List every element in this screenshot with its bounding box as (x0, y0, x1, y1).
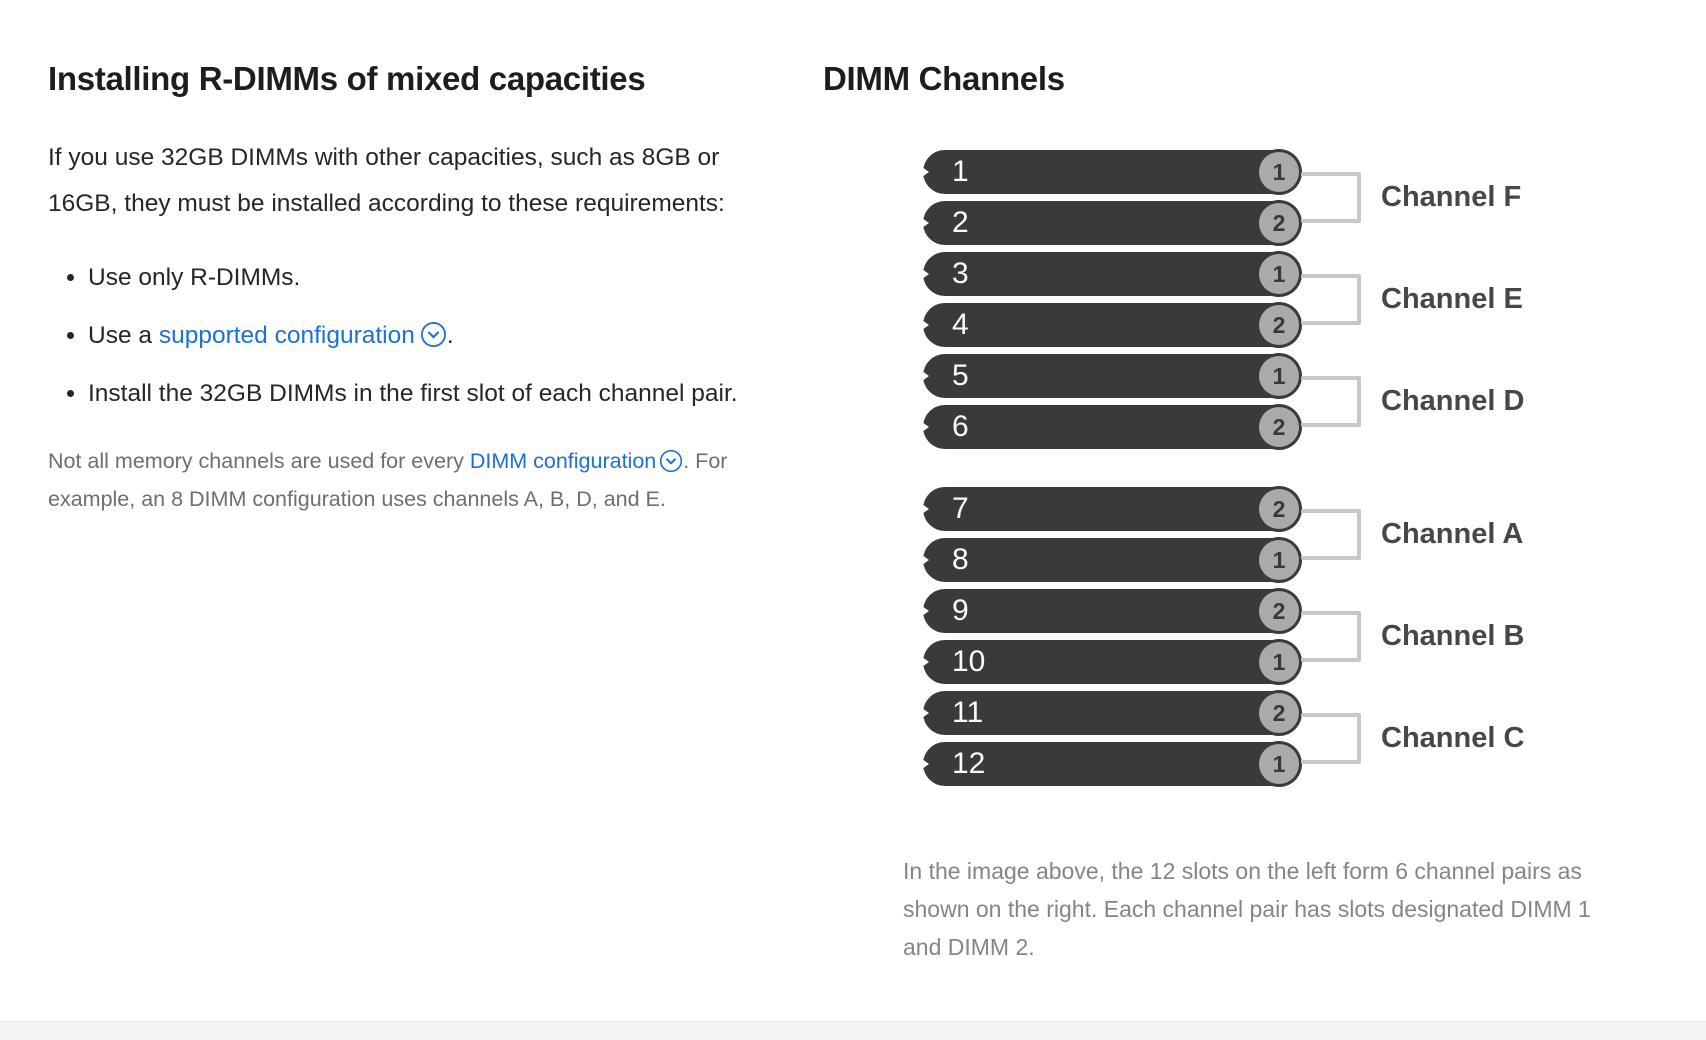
slot-number: 7 (952, 492, 969, 525)
chevron-down-circle-icon (420, 322, 446, 347)
slot-notch (922, 167, 929, 177)
intro-paragraph: If you use 32GB DIMMs with other capacit… (48, 144, 725, 217)
slot-notch (922, 657, 929, 667)
dimm-position-badge: 2 (1259, 305, 1299, 345)
supported-configuration-link-label: supported configuration (158, 322, 415, 349)
bullet-text-prefix: Use a (88, 322, 159, 349)
slot-notch (922, 504, 929, 514)
dimm-position-badge: 1 (1259, 152, 1299, 192)
slot-notch (922, 759, 929, 769)
diagram-title: DIMM Channels (823, 60, 1065, 97)
dimm-slot-11: 11 2 (922, 691, 1299, 735)
slot-number: 9 (952, 594, 969, 627)
dimm-slot-12: 12 1 (922, 742, 1299, 786)
slot-notch (922, 320, 929, 330)
slot-notch (922, 606, 929, 616)
channel-pair-bracket (1301, 172, 1361, 223)
dimm-position-badge: 1 (1259, 540, 1299, 580)
slot-number: 3 (952, 257, 969, 290)
channels-note: Not all memory channels are used for eve… (48, 443, 776, 518)
supported-configuration-link[interactable]: supported configuration (159, 322, 447, 349)
slot-number: 1 (952, 155, 969, 188)
channel-label-b: Channel B (1381, 620, 1525, 652)
bullet-text: Install the 32GB DIMMs in the first slot… (88, 380, 738, 407)
dimm-position-badge: 2 (1259, 407, 1299, 447)
dimm-position-badge: 2 (1259, 203, 1299, 243)
slot-number: 4 (952, 308, 969, 341)
bullet-item-r-dimms: Use only R-DIMMs. (88, 255, 788, 301)
bullet-item-first-slot: Install the 32GB DIMMs in the first slot… (88, 371, 788, 417)
channel-pair-bracket (1301, 713, 1361, 764)
channel-label-f: Channel F (1381, 181, 1522, 213)
dimm-position-badge: 2 (1259, 489, 1299, 529)
slot-number: 5 (952, 359, 969, 392)
dimm-position-badge: 1 (1259, 744, 1299, 784)
dimm-slot-10: 10 1 (922, 640, 1299, 684)
slot-notch (922, 269, 929, 279)
slot-notch (922, 422, 929, 432)
slot-notch (922, 708, 929, 718)
channel-pair-bracket (1301, 611, 1361, 662)
note-text-suffix: . For example, an 8 DIMM configuration u… (48, 449, 728, 511)
dimm-position-badge: 1 (1259, 356, 1299, 396)
diagram-caption: In the image above, the 12 slots on the … (903, 858, 1591, 960)
slot-number: 12 (952, 747, 986, 780)
slot-notch (922, 218, 929, 228)
dimm-configuration-link[interactable]: DIMM configuration (470, 449, 683, 473)
bullet-item-supported-configuration: Use a supported configuration. (88, 313, 788, 359)
channel-label-e: Channel E (1381, 283, 1523, 315)
instructions-section: Installing R-DIMMs of mixed capacities I… (48, 60, 790, 518)
slot-number: 10 (952, 645, 986, 678)
slot-number: 8 (952, 543, 969, 576)
chevron-down-circle-icon (660, 449, 683, 473)
channel-label-d: Channel D (1381, 385, 1525, 417)
dimm-position-badge: 1 (1259, 254, 1299, 294)
slot-number: 2 (952, 206, 969, 239)
requirements-list: Use only R-DIMMs. Use a supported config… (48, 255, 788, 417)
dimm-position-badge: 1 (1259, 642, 1299, 682)
slot-number: 11 (952, 696, 984, 729)
slot-number: 6 (952, 410, 969, 443)
slot-notch (922, 371, 929, 381)
dimm-configuration-link-label: DIMM configuration (469, 449, 657, 473)
dimm-position-badge: 2 (1259, 693, 1299, 733)
section-divider (0, 1021, 1706, 1040)
channel-pair-bracket (1301, 274, 1361, 325)
channel-pair-bracket (1301, 376, 1361, 427)
slot-notch (922, 555, 929, 565)
bullet-text-suffix: . (446, 322, 454, 349)
note-text-prefix: Not all memory channels are used for eve… (48, 449, 470, 473)
dimm-position-badge: 2 (1259, 591, 1299, 631)
bullet-text: Use only R-DIMMs. (88, 264, 301, 291)
channel-label-c: Channel C (1381, 722, 1525, 754)
channel-label-a: Channel A (1381, 518, 1524, 550)
channel-pair-bracket (1301, 509, 1361, 560)
section-title: Installing R-DIMMs of mixed capacities (48, 60, 646, 97)
